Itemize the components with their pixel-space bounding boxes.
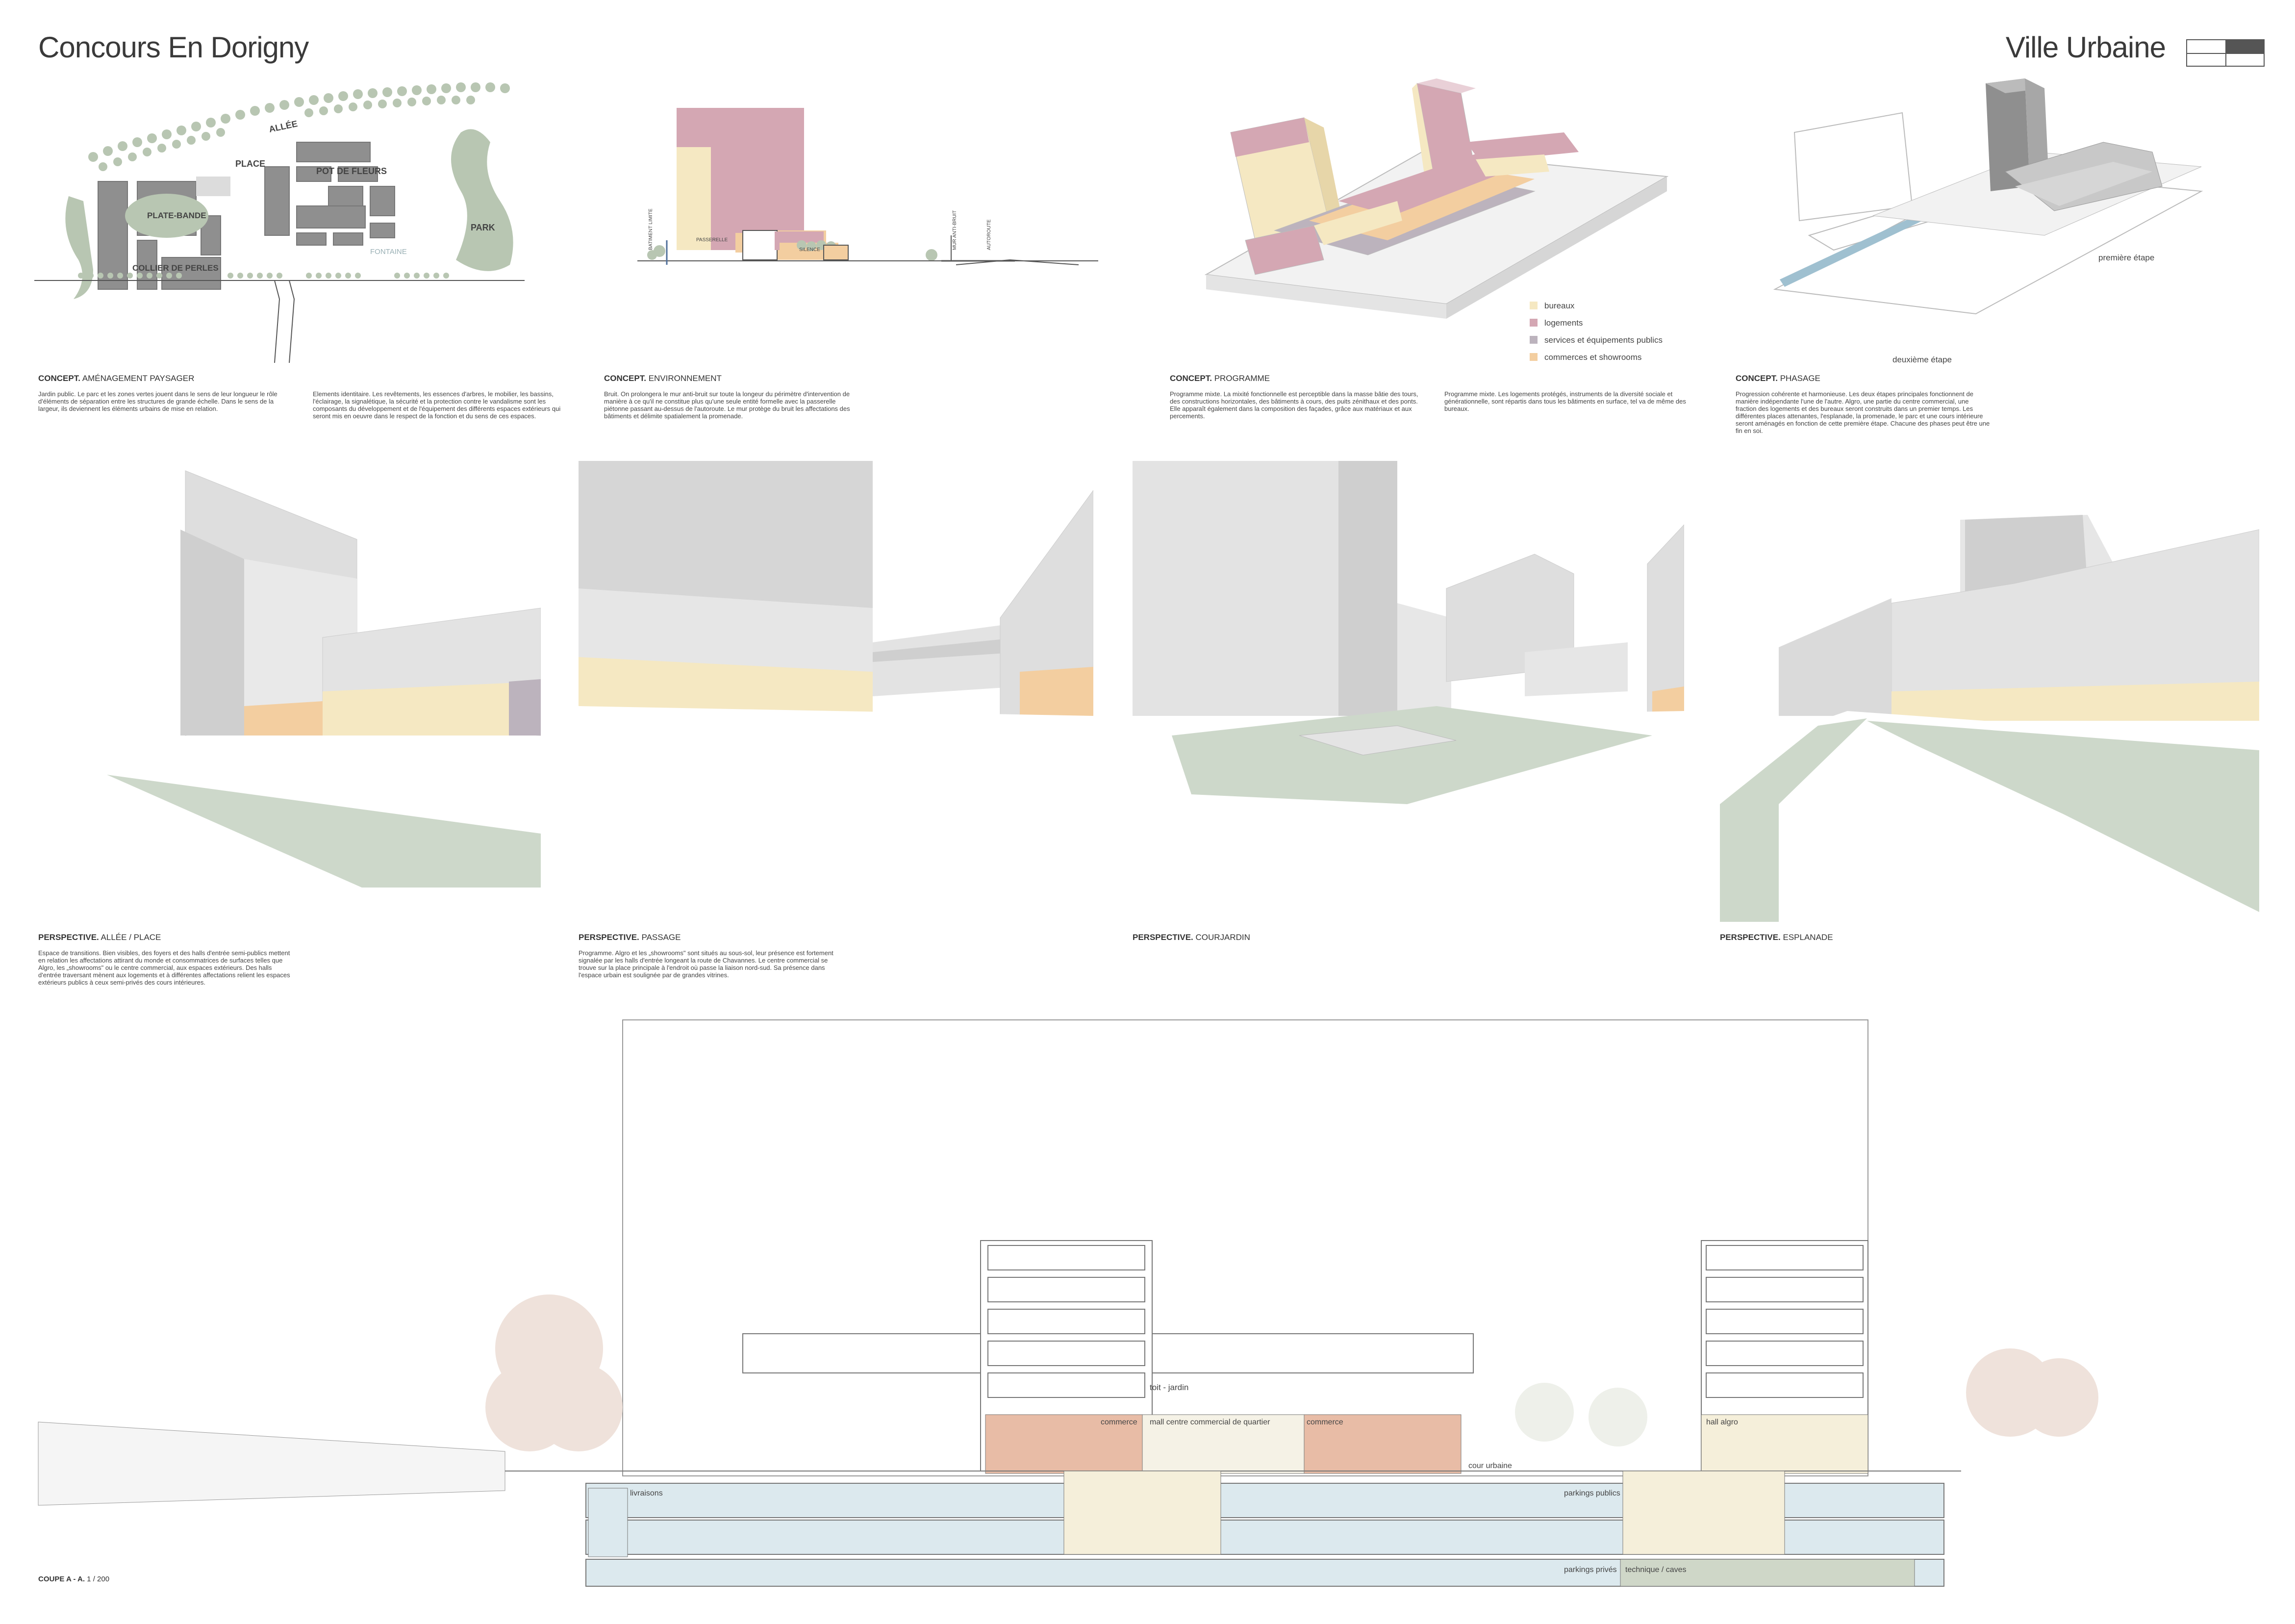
- building-blocks: [98, 142, 395, 290]
- legend-swatch-logements: [1530, 319, 1538, 327]
- label-place: PLACE: [235, 159, 265, 169]
- tree-left: [485, 1294, 623, 1451]
- legend-label-commerces: commerces et showrooms: [1544, 353, 1641, 362]
- label-parkings-publics: parkings publics: [1564, 1489, 1620, 1497]
- commerce-right: [1304, 1414, 1462, 1474]
- label-pot: POT DE FLEURS: [316, 166, 387, 176]
- perspective-text-2: Programme. Algro et les „showrooms" sont…: [579, 949, 833, 979]
- label-allee: ALLÉE: [268, 118, 298, 134]
- mall: [1142, 1414, 1305, 1474]
- legend-swatch-bureaux: [1530, 302, 1538, 309]
- legend-label-logements: logements: [1544, 318, 1583, 328]
- label-livraisons: livraisons: [630, 1489, 663, 1497]
- perspective-esplanade: [1720, 515, 2259, 922]
- label-parkings-prives: parkings privés: [1564, 1566, 1617, 1574]
- program-axonometric: bureaux logements services et équipement…: [1204, 78, 1669, 362]
- core-right: [1622, 1471, 1785, 1555]
- concept-text-2: Bruit. On prolongera le mur anti-bruit s…: [604, 390, 850, 420]
- place-square: [196, 177, 230, 196]
- perspective-passage: [579, 461, 1093, 765]
- concept-text-3a: Programme mixte. La mixité fonctionnelle…: [1170, 390, 1418, 420]
- perspective-caption-3: PERSPECTIVE. COURJARDIN: [1133, 933, 1250, 942]
- perspective-caption-1: PERSPECTIVE. ALLÉE / PLACE: [38, 933, 161, 942]
- building-cross-section: toit - jardin commerce mall centre comme…: [38, 1019, 2098, 1587]
- perspective-caption-4: PERSPECTIVE. ESPLANADE: [1720, 933, 1833, 942]
- site-plan-diagram: PARK PLATE-BANDE PLACE POT DE FLEURS ALL…: [34, 82, 525, 363]
- label-premiere-etape: première étape: [2098, 253, 2154, 262]
- concept-caption-1: CONCEPT. AMÉNAGEMENT PAYSAGER: [38, 374, 195, 383]
- label-passerelle: PASSERELLE: [696, 237, 728, 243]
- label-autoroute: AUTOROUTE: [986, 219, 992, 250]
- label-batiment: BATIMENT LIMITE: [648, 208, 654, 250]
- label-deuxieme-etape: deuxième étape: [1892, 355, 1952, 364]
- legend-label-services: services et équipements publics: [1544, 335, 1663, 345]
- label-park: PARK: [471, 223, 495, 232]
- concept-caption-4: CONCEPT. PHASAGE: [1736, 374, 1820, 383]
- section-outline: [622, 1019, 1868, 1476]
- label-commerce-2: commerce: [1307, 1418, 1343, 1426]
- legend-swatch-services: [1530, 336, 1538, 344]
- label-collier: COLLIER DE PERLES: [132, 263, 219, 273]
- label-silence: SILENCE: [799, 247, 820, 253]
- concept-text-1b: Elements identitaire. Les revêtements, l…: [313, 390, 561, 420]
- concept-text-4: Progression cohérente et harmonieuse. Le…: [1736, 390, 1990, 434]
- concept-caption-2: CONCEPT. ENVIRONNEMENT: [604, 374, 722, 383]
- legend-label-bureaux: bureaux: [1544, 301, 1575, 310]
- perspective-caption-2: PERSPECTIVE. PASSAGE: [579, 933, 681, 942]
- environment-section-diagram: SILENCE PASSERELLE BATIMENT LIMITE MUR A…: [637, 108, 1098, 265]
- program-legend: bureaux logements services et équipement…: [1530, 301, 1663, 362]
- technique-caves: [1620, 1559, 1915, 1587]
- plate-bande: [125, 194, 208, 238]
- section-scale-caption: COUPE A - A. 1 / 200: [38, 1575, 110, 1583]
- collier-de-perles: [78, 273, 449, 279]
- label-mur: MUR ANTI-BRUIT: [952, 210, 958, 250]
- label-plate: PLATE-BANDE: [147, 211, 206, 220]
- label-fontaine: FONTAINE: [370, 248, 407, 256]
- concept-text-1a: Jardin public. Le parc et les zones vert…: [38, 390, 277, 412]
- scale-bar: [2186, 39, 2265, 67]
- phasing-axonometric: première étape deuxième étape: [1773, 78, 2203, 364]
- label-commerce-1: commerce: [1101, 1418, 1137, 1426]
- pavilion: [742, 230, 778, 260]
- green-strip-left: [65, 196, 93, 299]
- label-technique: technique / caves: [1625, 1566, 1687, 1574]
- legend-swatch-commerces: [1530, 353, 1538, 361]
- page-subtitle: Ville Urbaine: [2005, 31, 2166, 64]
- page-title: Concours En Dorigny: [38, 31, 309, 64]
- hall-algro: [1701, 1414, 1868, 1474]
- label-hall: hall algro: [1706, 1418, 1738, 1426]
- perspective-cour-jardin: [1133, 461, 1684, 804]
- concept-text-3b: Programme mixte. Les logements protégés,…: [1444, 390, 1686, 412]
- label-cour: cour urbaine: [1468, 1462, 1512, 1470]
- perspective-allee-place: [38, 470, 541, 888]
- perspective-text-1: Espace de transitions. Bien visibles, de…: [38, 949, 290, 986]
- core-left: [1063, 1471, 1221, 1555]
- label-toit: toit - jardin: [1150, 1383, 1188, 1392]
- concept-caption-3: CONCEPT. PROGRAMME: [1170, 374, 1270, 383]
- park-area: [451, 129, 513, 271]
- tree-row-allee: [88, 82, 510, 171]
- tree-right: [1515, 1348, 2098, 1446]
- label-mall: mall centre commercial de quartier: [1150, 1418, 1270, 1426]
